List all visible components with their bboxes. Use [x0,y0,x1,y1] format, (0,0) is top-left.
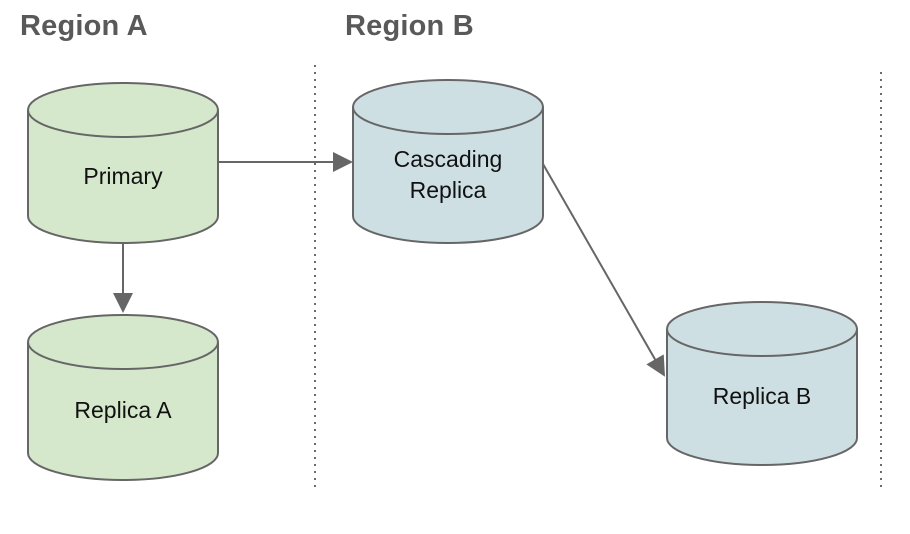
replica-a-cylinder-body [27,314,219,481]
replica-b-cylinder [666,301,858,466]
cascading-replica-cylinder-top-rim [352,106,544,135]
replica-b-cylinder-body [666,301,858,466]
primary-cylinder-body [27,82,219,244]
region-a-heading: Region A [20,10,148,42]
replica-a-cylinder [27,314,219,481]
cascading-replica-cylinder-body [352,79,544,244]
edge-cascading-to-replica-b-arrow [542,163,665,377]
replica-b-cylinder-top-rim [666,328,858,357]
primary-cylinder [27,82,219,244]
replica-a-cylinder-top-rim [27,341,219,370]
region-b-heading: Region B [345,10,474,42]
cascading-replica-cylinder [352,79,544,244]
primary-cylinder-top-rim [27,109,219,138]
